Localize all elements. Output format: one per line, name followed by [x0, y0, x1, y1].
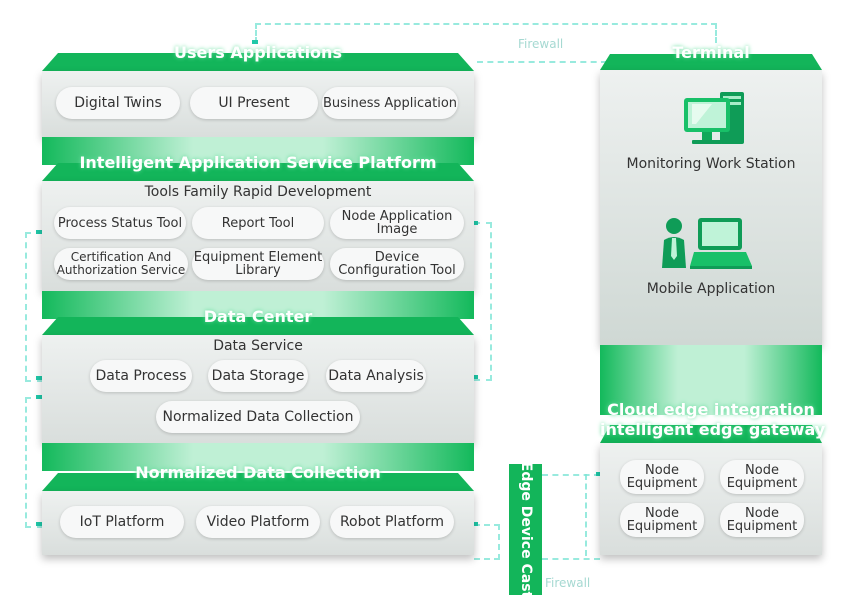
normalized-title: Normalized Data Collection — [135, 463, 381, 482]
connector-node — [472, 375, 478, 379]
gateway-header — [600, 425, 822, 443]
connector-node — [596, 472, 602, 476]
connector-line — [477, 61, 607, 63]
ui-present-item: UI Present — [190, 87, 318, 119]
connector-node — [252, 40, 258, 44]
report-tool: Report Tool — [192, 207, 324, 239]
connector-node — [472, 522, 478, 526]
node-application-image: Node Application Image — [330, 207, 464, 239]
device-configuration-tool: Device Configuration Tool — [330, 248, 464, 280]
users-applications-title: Users Applications — [174, 43, 342, 62]
gateway-title-line1: Cloud edge integration — [607, 400, 815, 419]
normalized-header: Normalized Data Collection — [42, 463, 474, 491]
workstation-icon — [684, 92, 744, 144]
terminal-title: Terminal — [672, 43, 750, 62]
connector-line — [25, 397, 43, 528]
connector-bar — [600, 345, 822, 415]
connector-bar — [42, 443, 474, 471]
terminal-panel: Monitoring Work Station Mobile Applicati… — [600, 70, 822, 345]
connector-line — [585, 474, 587, 556]
video-platform-item: Video Platform — [196, 506, 320, 538]
platform-title: Intelligent Application Service Platform — [79, 153, 437, 172]
connector-line — [255, 23, 717, 43]
data-analysis-item: Data Analysis — [326, 360, 426, 392]
node-equipment-item: Node Equipment — [720, 503, 804, 537]
connector-node — [472, 221, 478, 225]
data-center-panel: Data Service Data Process Data Storage D… — [42, 335, 474, 443]
monitoring-work-station-label: Monitoring Work Station — [626, 156, 796, 172]
platform-panel: Tools Family Rapid Development Process S… — [42, 181, 474, 291]
certification-authorization-service: Certification And Authorization Service — [54, 248, 188, 280]
connector-bar — [42, 291, 474, 319]
iot-platform-item: IoT Platform — [60, 506, 184, 538]
robot-platform-item: Robot Platform — [330, 506, 454, 538]
node-equipment-item: Node Equipment — [720, 460, 804, 494]
node-equipment-item: Node Equipment — [620, 503, 704, 537]
node-equipment-item: Node Equipment — [620, 460, 704, 494]
normalized-panel: IoT Platform Video Platform Robot Platfo… — [42, 491, 474, 555]
platform-header: Intelligent Application Service Platform — [42, 153, 474, 181]
edge-device-cast-tag: Edge Device Cast — [509, 461, 542, 598]
firewall-label-bottom: Firewall — [545, 576, 591, 590]
digital-twins-item: Digital Twins — [56, 87, 180, 119]
data-process-item: Data Process — [90, 360, 192, 392]
edge-device-cast-label: Edge Device Cast — [517, 461, 534, 598]
connector-line — [474, 524, 500, 560]
process-status-tool: Process Status Tool — [54, 207, 186, 239]
connector-node — [36, 522, 42, 526]
data-storage-item: Data Storage — [208, 360, 308, 392]
connector-node — [36, 230, 42, 234]
business-application-item: Business Application — [322, 87, 458, 119]
connector-line — [474, 222, 492, 381]
connector-bar — [42, 137, 474, 165]
mobile-user-icon — [662, 218, 752, 269]
gateway-title-line2: intelligent edge gateway — [600, 420, 826, 439]
connector-node — [36, 376, 42, 380]
connector-line — [542, 474, 600, 560]
data-service-label: Data Service — [213, 338, 303, 354]
mobile-application-label: Mobile Application — [646, 281, 776, 297]
terminal-header: Terminal — [600, 43, 822, 70]
data-center-title: Data Center — [203, 307, 313, 326]
data-center-header: Data Center — [42, 307, 474, 335]
users-applications-header: Users Applications — [42, 43, 474, 71]
connector-node — [36, 395, 42, 399]
tools-family-label: Tools Family Rapid Development — [144, 184, 372, 200]
equipment-element-library: Equipment Element Library — [192, 248, 324, 280]
firewall-label-top: Firewall — [518, 37, 564, 51]
connector-line — [25, 232, 43, 382]
normalized-data-collection-item: Normalized Data Collection — [156, 401, 360, 433]
users-applications-panel: Digital Twins UI Present Business Applic… — [42, 71, 474, 137]
gateway-panel: Node Equipment Node Equipment Node Equip… — [600, 443, 822, 555]
